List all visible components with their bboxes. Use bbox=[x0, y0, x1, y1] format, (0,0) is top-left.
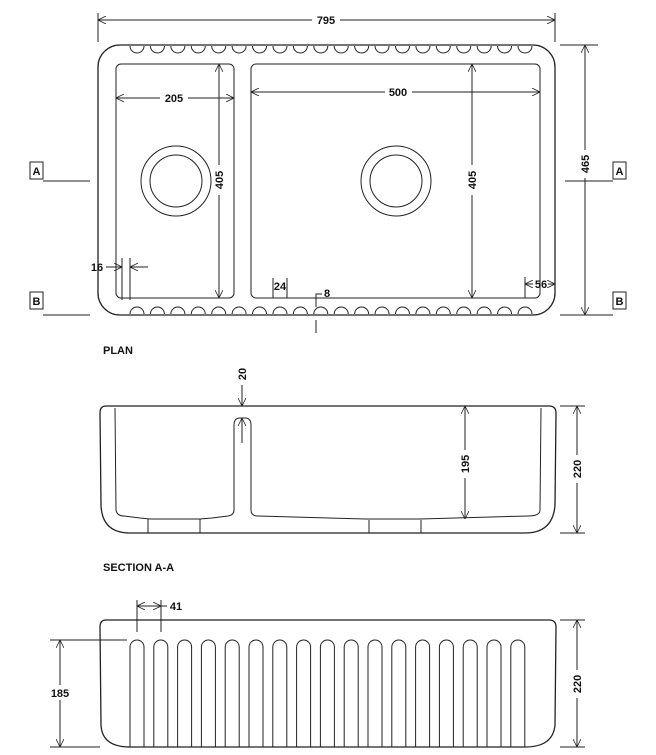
plan-title: PLAN bbox=[103, 345, 133, 357]
flute bbox=[224, 639, 240, 747]
flute bbox=[177, 639, 193, 747]
flutes bbox=[129, 639, 526, 747]
marker-label: A bbox=[616, 166, 624, 178]
scallop bbox=[456, 45, 472, 54]
scallop bbox=[415, 45, 431, 54]
left-waste-outer bbox=[140, 145, 212, 217]
scallop bbox=[190, 306, 206, 315]
scallop bbox=[129, 306, 145, 315]
dim-8: 8 bbox=[324, 288, 330, 300]
right-waste-inner bbox=[369, 154, 423, 208]
scallop bbox=[435, 45, 451, 54]
flute bbox=[248, 639, 264, 747]
dim-465: 465 bbox=[580, 155, 592, 173]
left-bowl bbox=[115, 63, 235, 299]
scallop bbox=[149, 45, 165, 54]
scallop bbox=[435, 306, 451, 315]
marker-label: A bbox=[33, 166, 41, 178]
scallop bbox=[476, 45, 492, 54]
scallop bbox=[190, 45, 206, 54]
scallop bbox=[231, 306, 247, 315]
right-bowl bbox=[250, 63, 541, 299]
dim-220-front: 220 bbox=[572, 675, 584, 693]
scallop bbox=[211, 45, 227, 54]
sink-outline bbox=[97, 44, 556, 316]
scallop bbox=[374, 45, 390, 54]
flute bbox=[486, 639, 502, 747]
marker-label: B bbox=[616, 296, 624, 308]
scallop bbox=[394, 45, 410, 54]
flute bbox=[129, 639, 145, 747]
dim-24: 24 bbox=[274, 281, 287, 293]
dim-195: 195 bbox=[460, 455, 472, 473]
section-outline bbox=[99, 405, 557, 534]
flute bbox=[510, 639, 526, 747]
scallop bbox=[456, 306, 472, 315]
scallop bbox=[252, 45, 268, 54]
dim-205: 205 bbox=[165, 93, 183, 105]
scallop bbox=[313, 45, 329, 54]
scallop bbox=[313, 306, 329, 315]
section-title: SECTION A-A bbox=[103, 562, 174, 574]
scallop bbox=[333, 45, 349, 54]
section-marker-b-left bbox=[29, 291, 44, 310]
scallop bbox=[149, 306, 165, 315]
flute bbox=[153, 639, 169, 747]
scallop bbox=[170, 45, 186, 54]
dim-56: 56 bbox=[535, 279, 547, 291]
flute bbox=[367, 639, 383, 747]
flute bbox=[272, 639, 288, 747]
section-marker-a-left bbox=[29, 161, 44, 180]
scallop bbox=[354, 45, 370, 54]
scallop bbox=[292, 45, 308, 54]
scallop bbox=[415, 306, 431, 315]
scallop bbox=[129, 45, 145, 54]
dim-185: 185 bbox=[51, 688, 69, 700]
scallop bbox=[374, 306, 390, 315]
dim-405-right: 405 bbox=[467, 171, 479, 189]
dim-20: 20 bbox=[237, 368, 249, 380]
scallop bbox=[354, 306, 370, 315]
section-view: 20 195 220 SECTION A-A bbox=[99, 368, 585, 574]
flute bbox=[462, 639, 478, 747]
dim-795: 795 bbox=[317, 15, 335, 27]
front-view: 41 185 220 bbox=[50, 600, 585, 748]
scallop bbox=[170, 306, 186, 315]
flute bbox=[415, 639, 431, 747]
scallop bbox=[333, 306, 349, 315]
scallop bbox=[394, 306, 410, 315]
section-marker-b-right bbox=[612, 291, 627, 310]
dim-16: 16 bbox=[91, 262, 103, 274]
dim-220-section: 220 bbox=[572, 460, 584, 478]
flute bbox=[438, 639, 454, 747]
scallop bbox=[497, 306, 513, 315]
plan-view: 795 465 205 500 405 405 16 24 bbox=[29, 13, 627, 357]
scallop bbox=[497, 45, 513, 54]
right-waste-outer bbox=[360, 145, 432, 217]
section-inner bbox=[114, 407, 542, 520]
dim-500: 500 bbox=[389, 87, 407, 99]
scallop bbox=[517, 306, 533, 315]
flute bbox=[343, 639, 359, 747]
flute bbox=[391, 639, 407, 747]
scallop bbox=[292, 306, 308, 315]
scallops bbox=[129, 45, 533, 315]
scallop bbox=[231, 45, 247, 54]
marker-label: B bbox=[33, 296, 41, 308]
scallop bbox=[211, 306, 227, 315]
flute bbox=[296, 639, 312, 747]
section-marker-a-right bbox=[612, 161, 627, 180]
scallop bbox=[272, 306, 288, 315]
front-outline bbox=[99, 619, 557, 748]
scallop bbox=[272, 45, 288, 54]
scallop bbox=[517, 45, 533, 54]
dim-line bbox=[315, 293, 322, 307]
flute bbox=[200, 639, 216, 747]
flute bbox=[319, 639, 335, 747]
scallop bbox=[252, 306, 268, 315]
dim-41: 41 bbox=[170, 601, 182, 613]
scallop bbox=[476, 306, 492, 315]
dim-405-left: 405 bbox=[214, 171, 226, 189]
left-waste-inner bbox=[149, 154, 203, 208]
